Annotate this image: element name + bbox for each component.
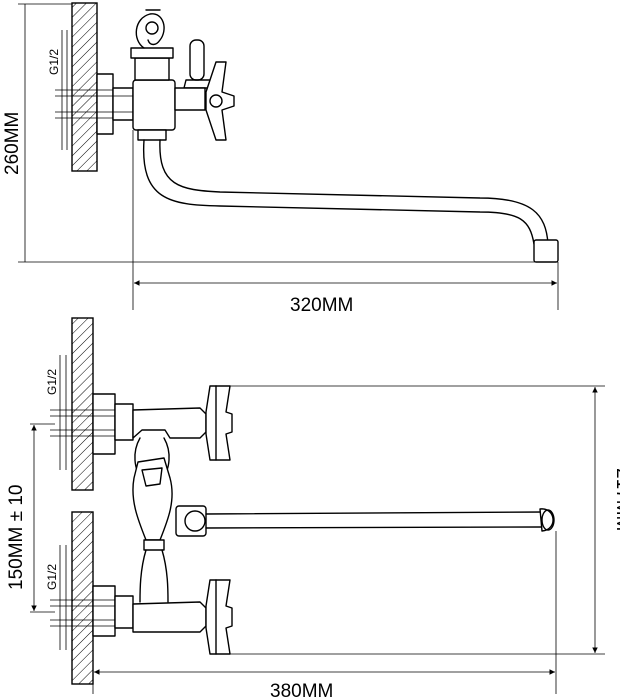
diverter-lever (189, 39, 205, 81)
shower-holder-front (132, 457, 173, 541)
dim-front-height: 217MM (612, 468, 620, 531)
front-view: G1/2 G1/2 (6, 317, 620, 700)
shower-holder (135, 13, 165, 49)
cross-handle-side (205, 61, 235, 141)
thread-label-upper: G1/2 (45, 369, 59, 395)
dim-front-spacing: 150MM ± 10 (6, 485, 27, 590)
dim-front-length: 380MM (270, 681, 333, 700)
wall-flange (96, 73, 114, 135)
thread-label-lower: G1/2 (45, 564, 59, 590)
side-view: G1/2 260MM 320MM (2, 2, 559, 316)
wall-hatch (71, 2, 98, 172)
cross-handle-upper (205, 385, 233, 461)
thread-label-top: G1/2 (47, 49, 61, 75)
spout-side (143, 139, 535, 245)
aerator-side (533, 239, 559, 263)
spout-nut (175, 505, 207, 537)
dim-top-height: 260MM (2, 112, 23, 175)
cross-handle-lower (205, 579, 233, 655)
mixer-body (132, 79, 176, 131)
dim-top-length: 320MM (290, 295, 353, 316)
wall-hatch-upper (71, 317, 94, 491)
wall-hatch-lower (71, 511, 94, 685)
spout-front (205, 511, 546, 529)
eccentric-nut (112, 87, 134, 121)
